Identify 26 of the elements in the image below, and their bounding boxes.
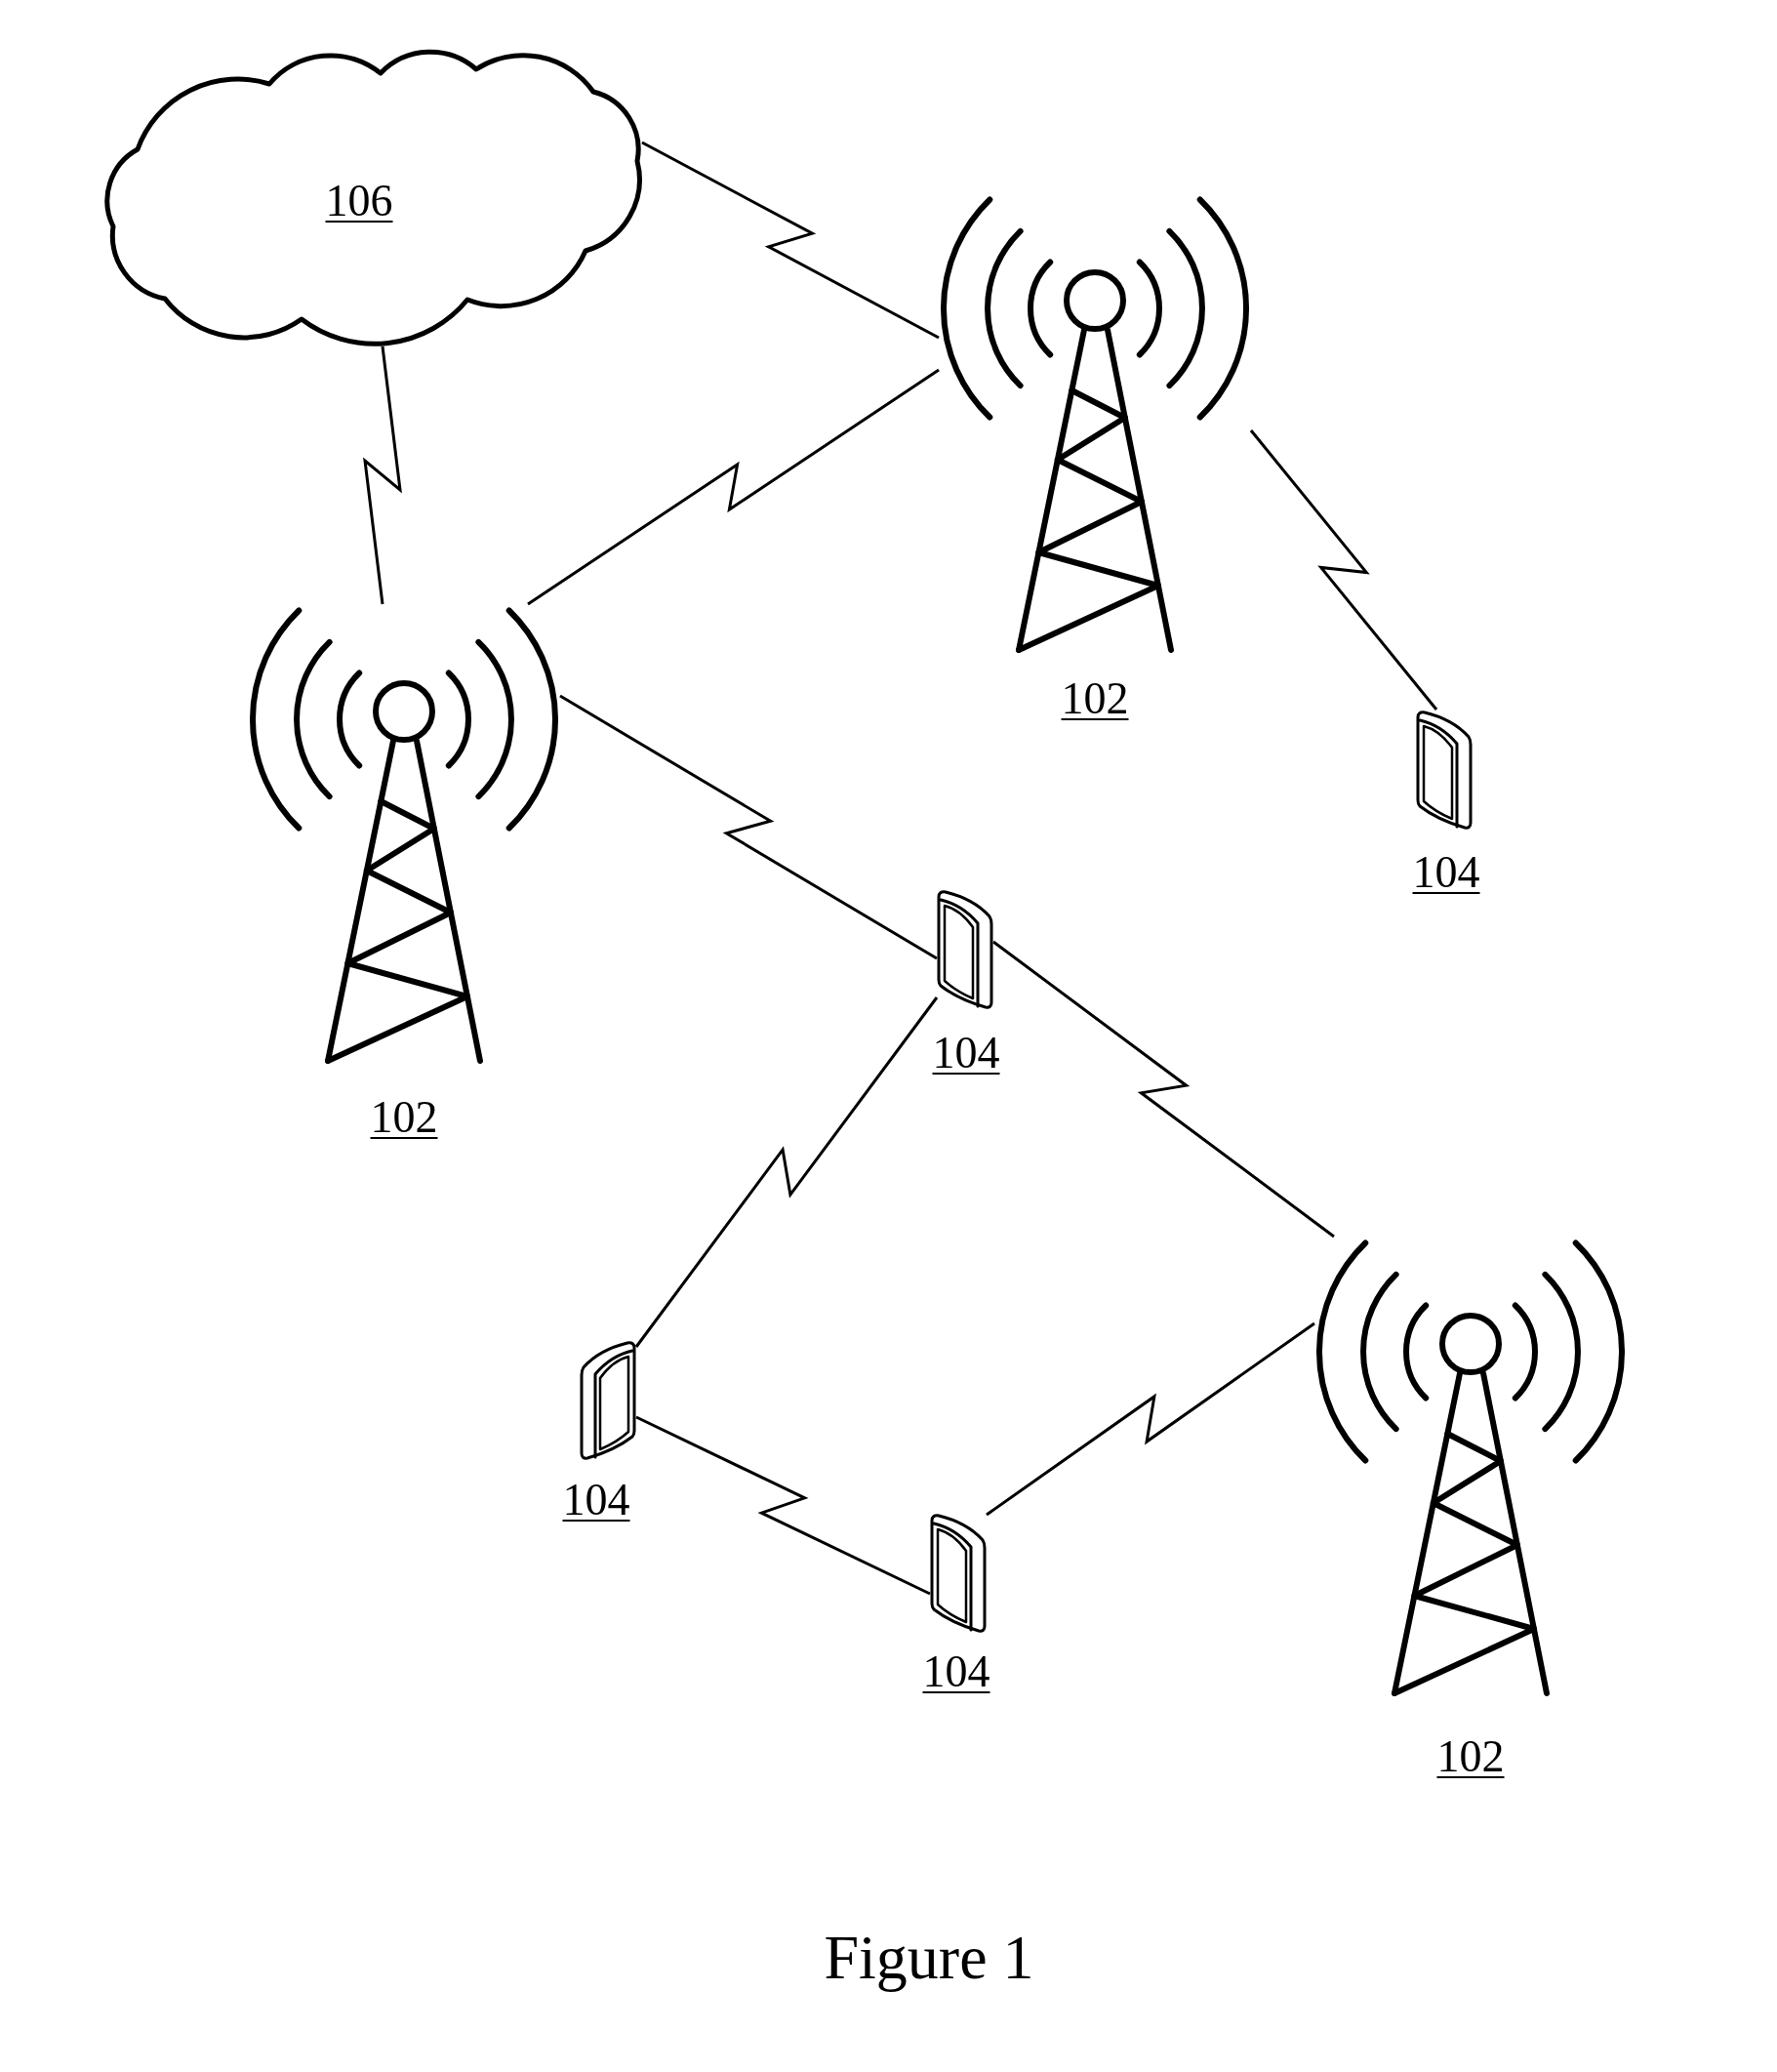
mobile-phone-icon	[937, 889, 993, 1010]
reference-numeral: 104	[932, 1031, 1000, 1076]
mobile-phone-icon	[1416, 710, 1473, 831]
cell-tower-drawing	[939, 193, 1251, 654]
lightning-link	[641, 141, 940, 340]
figure-caption: Figure 1	[824, 1923, 1034, 1993]
lightning-link	[363, 345, 402, 605]
lightning-link	[559, 694, 938, 960]
mobile-phone-icon	[580, 1340, 636, 1461]
lightning-link	[527, 368, 940, 606]
reference-numeral: 104	[562, 1478, 630, 1523]
mobile-phone-icon	[930, 1513, 987, 1634]
reference-numeral: 102	[370, 1095, 438, 1140]
reference-numeral: 104	[922, 1649, 990, 1694]
cell-tower-drawing	[1314, 1237, 1627, 1697]
lightning-link	[986, 1321, 1315, 1517]
lightning-link	[635, 1415, 931, 1596]
lightning-link	[1249, 429, 1438, 711]
cell-tower-drawing	[248, 604, 560, 1065]
reference-numeral: 106	[325, 179, 393, 223]
reference-numeral: 104	[1412, 850, 1480, 895]
lightning-link	[992, 940, 1335, 1239]
cloud	[103, 49, 642, 346]
reference-numeral: 102	[1061, 676, 1129, 721]
reference-numeral: 102	[1436, 1734, 1505, 1779]
lightning-link	[634, 996, 939, 1348]
